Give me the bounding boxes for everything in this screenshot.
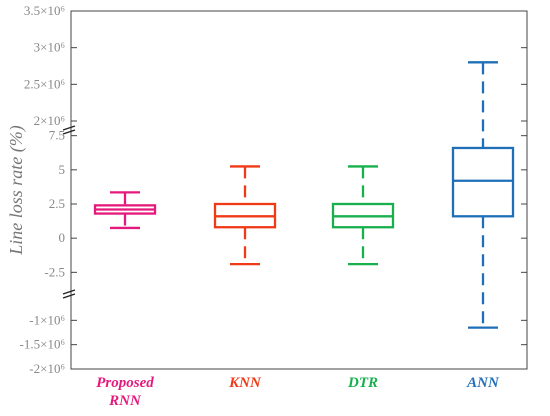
x-category-label: RNN: [108, 393, 142, 409]
y-tick-label: 2×10⁶: [34, 113, 65, 128]
y-tick-label: 3.5×10⁶: [24, 3, 65, 18]
y-tick-label: 3×10⁶: [34, 40, 65, 55]
axis-break-mark: [62, 289, 76, 295]
x-category-label: KNN: [228, 375, 262, 391]
axis-break-mark: [62, 129, 76, 135]
y-tick-label: 5: [59, 162, 66, 177]
y-tick-label: 7.5: [49, 128, 65, 143]
y-axis-label: Line loss rate (%): [6, 125, 27, 256]
x-category-label: DTR: [347, 375, 378, 391]
y-tick-label: 2.5: [49, 196, 65, 211]
axis-break-mark: [62, 293, 76, 299]
x-category-label: Proposed: [96, 375, 154, 391]
y-tick-label: -1.5×10⁶: [20, 337, 65, 352]
y-tick-label: -2.5: [44, 264, 65, 279]
plot-frame: [70, 10, 528, 370]
y-tick-label: 0: [59, 230, 66, 245]
box: [451, 146, 515, 218]
y-tick-label: -1×10⁶: [29, 312, 65, 327]
axis-break-mark: [62, 125, 76, 131]
x-category-label: ANN: [466, 375, 500, 391]
y-tick-label: 2.5×10⁶: [24, 76, 65, 91]
y-tick-label: -2×10⁶: [29, 361, 65, 376]
